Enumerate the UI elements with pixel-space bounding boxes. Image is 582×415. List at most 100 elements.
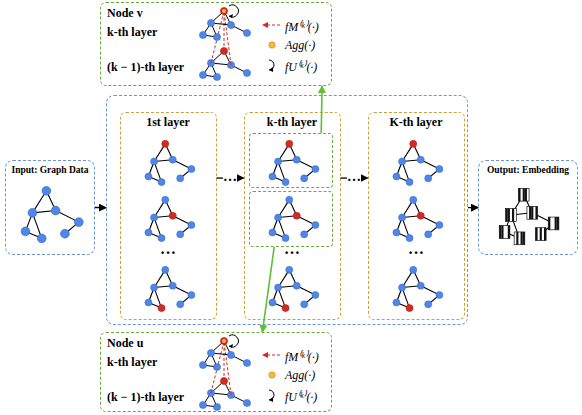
connector-arrow	[95, 207, 106, 208]
ellipsis-label: …	[272, 240, 312, 258]
target-node	[161, 140, 168, 147]
graph-node	[176, 230, 183, 237]
graph-node	[207, 19, 214, 26]
node-detail-box: Node u k-th layer (k − 1)-th layer fM⁽ᵏ⁾(·)…	[100, 332, 332, 412]
box-heading: Output: Embedding	[479, 165, 577, 175]
connector-label: …	[347, 169, 361, 185]
graph-node	[51, 206, 60, 215]
update-arrow	[229, 335, 238, 347]
graph-node	[392, 298, 399, 305]
graph-node	[42, 186, 51, 195]
message-symbol-head	[262, 352, 268, 358]
layer-box: K-th layer	[368, 112, 465, 320]
operator-label: fM⁽ᵏ⁾(·)	[285, 348, 319, 365]
graph-node	[176, 300, 183, 307]
graph-node	[398, 284, 405, 291]
graph-illustration	[389, 139, 445, 186]
embedding-vector	[506, 209, 517, 222]
graph-node	[435, 165, 442, 172]
target-node	[409, 140, 416, 147]
graph-node	[176, 174, 183, 181]
embedding-stripe	[521, 232, 523, 245]
graph-node	[243, 399, 250, 406]
box-heading: 1st layer	[121, 115, 216, 130]
graph-node	[311, 221, 318, 228]
graph-node	[300, 300, 307, 307]
update-arrowhead	[229, 14, 233, 18]
graph-node	[424, 300, 431, 307]
connector-arrow	[262, 247, 274, 332]
graph-node	[409, 196, 416, 203]
embedding-stripe	[529, 206, 531, 219]
graph-node	[293, 156, 300, 163]
embedding-stripe	[508, 226, 510, 239]
graph-node	[161, 196, 168, 203]
box-heading: K-th layer	[369, 115, 464, 130]
embedding-vector	[548, 217, 559, 230]
update-arrowhead	[229, 344, 233, 348]
graph-node	[398, 214, 405, 221]
graph-node	[435, 221, 442, 228]
node-name: Node u	[107, 336, 143, 351]
embedding-stripe	[512, 209, 514, 222]
node-name: Node v	[107, 6, 143, 21]
connector-arrow	[468, 207, 478, 208]
embedding-stripe	[516, 232, 518, 245]
graph-node	[274, 214, 281, 221]
embedding-stripe	[506, 209, 508, 222]
graph-illustration	[265, 195, 321, 242]
graph-node	[74, 218, 83, 227]
graph-illustration	[141, 139, 197, 186]
graph-illustration	[265, 139, 321, 186]
aggregation-dot	[222, 339, 226, 343]
graph-node	[161, 266, 168, 273]
graph-node	[207, 349, 214, 356]
graph-node	[311, 165, 318, 172]
graph-node	[285, 196, 292, 203]
graph-node	[424, 174, 431, 181]
graph-node	[213, 33, 220, 40]
embedding-stripe	[523, 188, 525, 201]
graph-node	[227, 351, 234, 358]
graph-node	[169, 282, 176, 289]
graph-node	[37, 234, 46, 243]
embedding-stripe	[518, 188, 520, 201]
graph-node	[268, 228, 275, 235]
node-detail-box: Node vk-th layer(k − 1)-th layerfM⁽ᵏ⁾(·)…	[100, 2, 332, 86]
graph-node	[243, 29, 250, 36]
aggregation-dot	[222, 9, 226, 13]
embedding-stripe	[501, 226, 503, 239]
graph-node	[199, 361, 206, 368]
graph-node	[243, 359, 250, 366]
graph-illustration	[141, 265, 197, 312]
graph-node	[274, 284, 281, 291]
graph-node	[169, 156, 176, 163]
operator-symbols	[261, 333, 283, 411]
graph-node	[392, 228, 399, 235]
ellipsis-label: …	[148, 240, 188, 258]
message-symbol-head	[262, 22, 268, 28]
graph-node	[293, 282, 300, 289]
layer-label: k-th layer	[107, 355, 157, 370]
message-line	[224, 341, 231, 395]
graph-node	[199, 71, 206, 78]
graph-node	[227, 21, 234, 28]
layer-label: (k − 1)-th layer	[107, 390, 184, 405]
graph-node	[405, 178, 412, 185]
graph-node	[187, 291, 194, 298]
embedding-stripe	[544, 228, 546, 241]
embedding-stripe	[548, 217, 550, 230]
aggregation-symbol	[269, 372, 275, 378]
graph-node	[207, 59, 214, 66]
operator-symbols	[261, 3, 283, 81]
layer-label: (k − 1)-th layer	[107, 60, 184, 75]
message-line	[224, 341, 225, 381]
graph-node	[144, 172, 151, 179]
embedding-stripe	[531, 206, 533, 219]
graph-node	[281, 178, 288, 185]
embedding-stripe	[523, 232, 525, 245]
graph-node	[144, 298, 151, 305]
message-line	[211, 341, 224, 393]
target-node	[405, 304, 412, 311]
